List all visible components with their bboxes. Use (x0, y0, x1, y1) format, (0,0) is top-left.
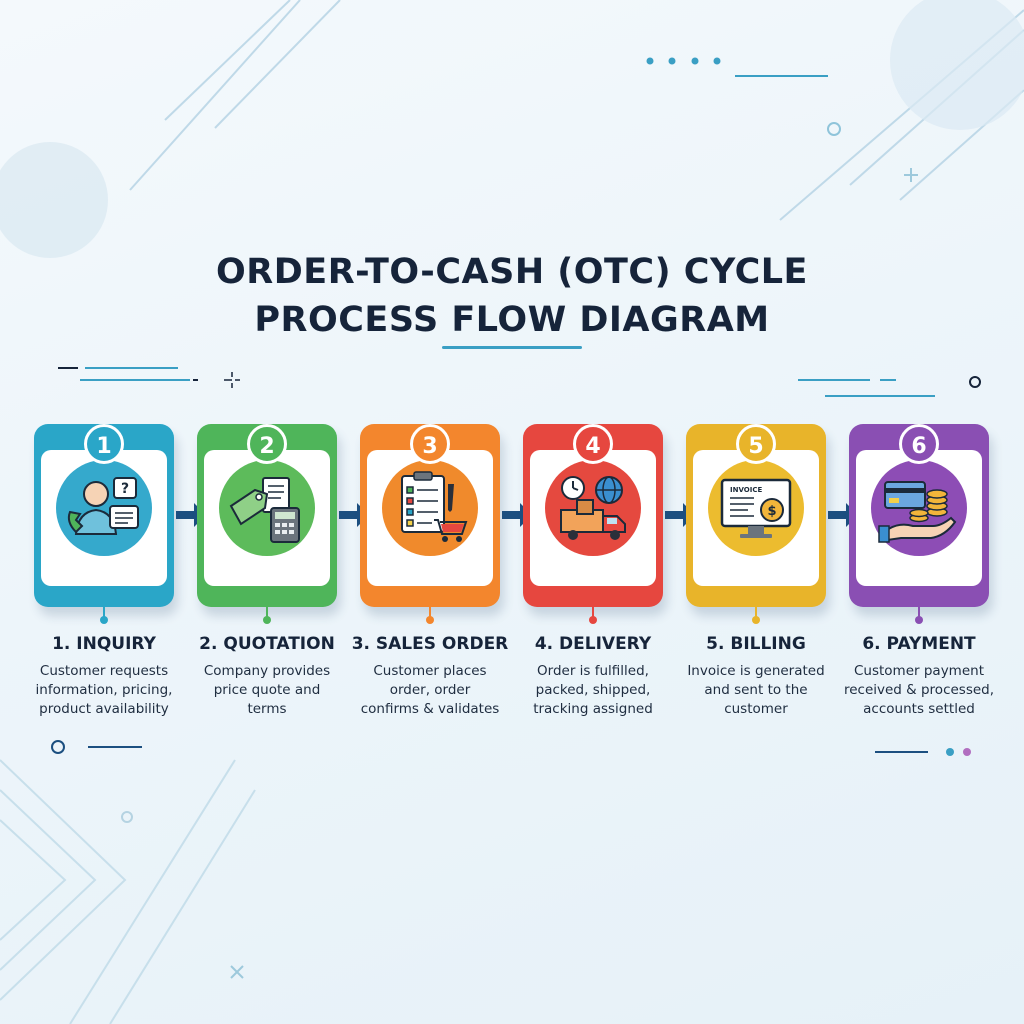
invoice-monitor-icon: INVOICE $ (720, 478, 792, 538)
step-description: Invoice is generated and sent to the cus… (666, 662, 846, 719)
step-quotation: 2 2. QUOTATION Company provides price qu… (197, 410, 337, 740)
step-description: Company provides price quote and terms (177, 662, 357, 719)
description-line: Company provides (203, 663, 331, 679)
icon-circle (871, 460, 967, 556)
card-body (367, 450, 493, 586)
description-line: packed, shipped, (535, 682, 651, 698)
description-line: and sent to the (704, 682, 808, 698)
step-payment: 6 6. PAYMENT Customer payment received &… (844, 410, 994, 740)
step-number-badge: 1 (84, 424, 124, 464)
customer-support-icon: ? (67, 477, 139, 535)
step-number-badge: 5 (736, 424, 776, 464)
description-line: Invoice is generated (687, 663, 825, 679)
title-line-2: PROCESS FLOW DIAGRAM (254, 300, 770, 340)
step-card: INVOICE $ 5 (686, 424, 826, 607)
step-description: Customer requests information, pricing, … (14, 662, 194, 719)
description-line: customer (724, 701, 788, 717)
step-connector (103, 600, 105, 620)
step-number-badge: 4 (573, 424, 613, 464)
card-body (856, 450, 982, 586)
step-number-badge: 6 (899, 424, 939, 464)
description-line: Customer places (373, 663, 487, 679)
description-line: information, pricing, (35, 682, 173, 698)
step-inquiry: ? 1 1. INQUIRY Customer requests informa… (34, 410, 174, 740)
step-label: 6. PAYMENT (862, 634, 976, 654)
step-number-badge: 3 (410, 424, 450, 464)
step-dot (589, 616, 597, 624)
step-card: 2 (197, 424, 337, 607)
order-checklist-icon (401, 471, 468, 542)
description-line: received & processed, (843, 682, 995, 698)
step-connector (429, 600, 431, 620)
step-card: 3 (360, 424, 500, 607)
icon-circle (382, 460, 478, 556)
step-connector (755, 600, 757, 620)
step-label: 1. INQUIRY (52, 634, 156, 654)
step-dot (426, 616, 434, 624)
icon-circle (545, 460, 641, 556)
step-dot (263, 616, 271, 624)
card-body (204, 450, 330, 586)
title-line-1: ORDER-TO-CASH (OTC) CYCLE (216, 252, 808, 292)
card-body: ? (41, 450, 167, 586)
card-body: INVOICE $ (693, 450, 819, 586)
description-line: Customer requests (39, 663, 169, 679)
step-dot (752, 616, 760, 624)
step-label: 2. QUOTATION (199, 634, 335, 654)
description-line: price quote and (213, 682, 321, 698)
step-label: 3. SALES ORDER (351, 634, 509, 654)
card-body (530, 450, 656, 586)
description-line: accounts settled (863, 701, 975, 717)
step-description: Customer payment received & processed, a… (829, 662, 1009, 719)
description-line: tracking assigned (533, 701, 653, 717)
step-description: Customer places order, order confirms & … (340, 662, 520, 719)
icon-circle (219, 460, 315, 556)
quote-calculator-icon (229, 477, 300, 543)
delivery-truck-icon (560, 476, 626, 540)
step-billing: INVOICE $ 5 5. BILLING Invoice is genera… (686, 410, 826, 740)
payment-coins-icon (878, 481, 957, 543)
step-dot (915, 616, 923, 624)
step-card: ? 1 (34, 424, 174, 607)
step-connector (918, 600, 920, 620)
svg-text:?: ? (121, 481, 129, 497)
step-description: Order is fulfilled, packed, shipped, tra… (503, 662, 683, 719)
step-delivery: 4 4. DELIVERY Order is fulfilled, packed… (523, 410, 663, 740)
svg-text:$: $ (767, 504, 776, 519)
icon-circle: ? (56, 460, 152, 556)
description-line: confirms & validates (360, 701, 500, 717)
icon-circle: INVOICE $ (708, 460, 804, 556)
title-underline (442, 346, 582, 349)
step-number-badge: 2 (247, 424, 287, 464)
step-label: 4. DELIVERY (534, 634, 652, 654)
description-line: terms (247, 701, 287, 717)
step-label: 5. BILLING (706, 634, 806, 654)
description-line: product availability (39, 701, 169, 717)
invoice-text: INVOICE (730, 486, 762, 494)
diagram-title: ORDER-TO-CASH (OTC) CYCLE PROCESS FLOW D… (0, 248, 1024, 344)
step-card: 4 (523, 424, 663, 607)
description-line: order, order (389, 682, 471, 698)
step-connector (266, 600, 268, 620)
step-card: 6 (849, 424, 989, 607)
description-line: Order is fulfilled, (537, 663, 649, 679)
step-sales-order: 3 3. SALES ORDER Customer places order, … (352, 410, 508, 740)
step-connector (592, 600, 594, 620)
description-line: Customer payment (853, 663, 984, 679)
step-dot (100, 616, 108, 624)
